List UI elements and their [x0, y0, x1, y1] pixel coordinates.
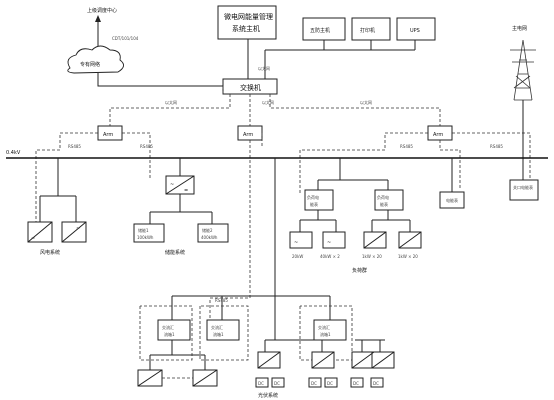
switch-label: 交换机 [240, 83, 261, 92]
pv-dc-6-label: DC [373, 381, 379, 386]
storage-label: 储能系统 [165, 249, 185, 256]
rs485-label-2: RS485 [140, 144, 153, 149]
load-meter-2 [374, 189, 404, 211]
pv-combiner-2 [206, 319, 240, 341]
pv-dc-5 [350, 377, 364, 388]
battery-2-capacity: 400kWh [201, 235, 218, 240]
pv-dc-5-label: DC [353, 381, 359, 386]
rs485-label-1: RS485 [68, 144, 81, 149]
pv-dc-3-label: DC [311, 381, 317, 386]
arm-label-right: Arm [433, 132, 443, 138]
battery-1-capacity: 100kWh [137, 235, 154, 240]
battery-1-box [133, 223, 165, 243]
load-box-1 [289, 231, 313, 249]
extra-meter-label: 电能表 [446, 197, 458, 203]
pv-combiner-2-label-2: 流箱1 [213, 331, 224, 337]
pv-label: 光伏系统 [258, 392, 278, 399]
pcs-dc-mark: ~ [170, 182, 174, 188]
device-label-0: 五防主机 [310, 27, 330, 34]
load-meter-1 [304, 189, 334, 211]
eth-label-top: 以太网 [258, 65, 270, 71]
load-meter-1-label: 负荷电 [307, 194, 319, 200]
load-tilde-2: ~ [327, 240, 331, 246]
pv-combiner-1 [157, 319, 191, 341]
load-meter-2-label: 负荷电 [377, 194, 389, 200]
pv-combiner-2-label: 交流汇 [211, 324, 223, 330]
ems-title-line1: 微电网能量管理 [224, 12, 273, 21]
arm-label-mid: Arm [243, 132, 253, 138]
load-tilde-1: ~ [294, 240, 298, 246]
eth-label-left: 以太网 [165, 99, 177, 105]
rs485-label-3: RS485 [400, 144, 413, 149]
ups-box [396, 17, 436, 41]
rs485-label-4: RS485 [490, 144, 503, 149]
load-value-4: 1kW × 20 [398, 254, 418, 259]
battery-1-name: 储能1 [138, 227, 149, 233]
wind-system: ~ ~ 风电系统 [27, 158, 87, 256]
transmission-tower-icon [510, 39, 536, 101]
load-meter-2-label-2: 能表 [380, 201, 388, 207]
bus-label: 0.4kV [6, 150, 21, 156]
battery-2-name: 储能2 [202, 227, 213, 233]
grid-meter-box [509, 179, 539, 201]
eth-label-right: 以太网 [360, 99, 372, 105]
extra-meter-box [439, 191, 465, 209]
load-value-3: 1kW × 20 [362, 254, 382, 259]
pv-system: 交流汇 流箱1 交流汇 流箱1 交流汇 流箱1 DC DC DC DC D [137, 158, 395, 399]
dispatch-center-label: 上级调度中心 [87, 7, 117, 14]
pv-combiner-3-label: 交流汇 [318, 324, 330, 330]
pv-dc-3 [308, 377, 322, 388]
ems-host-box [217, 5, 277, 40]
main-grid: 主电网 关口电能表 [509, 25, 539, 201]
load-meter-1-label-2: 能表 [310, 201, 318, 207]
ems-title-line2: 系统主机 [232, 24, 260, 33]
storage-system: ~ = 储能1 100kWh 储能2 400kWh 储能系统 [133, 158, 229, 256]
dispatch-center: 上级调度中心 CDT/101/104 [87, 7, 139, 52]
load-cluster: 负荷电 能表 负荷电 能表 ~ ~ 20kW 40kW × 2 1kW × 20… [289, 158, 465, 274]
private-network-cloud: 专有网络 [67, 45, 223, 87]
pv-dc-4-label: DC [327, 381, 333, 386]
load-box-2 [322, 231, 346, 249]
load-label: 负荷群 [352, 267, 367, 274]
pv-dc-2 [271, 377, 285, 388]
network-label: 专有网络 [80, 61, 100, 68]
device-label-2: UPS [410, 28, 420, 34]
battery-2-box [197, 223, 229, 243]
load-value-1: 20kW [292, 254, 303, 259]
pv-dc-1-label: DC [258, 381, 264, 386]
protocol-label: CDT/101/104 [112, 36, 139, 41]
pv-dc-2-label: DC [274, 381, 280, 386]
pv-dc-1 [255, 377, 269, 388]
pv-dc-4 [324, 377, 338, 388]
pv-combiner-3 [313, 319, 347, 341]
wind-label: 风电系统 [40, 249, 60, 256]
grid-meter-label: 关口电能表 [513, 184, 533, 190]
pv-combiner-1-label-2: 流箱1 [164, 331, 175, 337]
load-value-2: 40kW × 2 [320, 254, 340, 259]
pv-combiner-1-label: 交流汇 [162, 324, 174, 330]
device-label-1: 打印机 [360, 27, 375, 34]
wind-tilde-1: ~ [31, 236, 35, 242]
pv-combiner-3-label-2: 流箱1 [320, 331, 331, 337]
cloud-icon [67, 45, 124, 74]
arm-label-left: Arm [103, 132, 113, 138]
wind-tilde-2: ~ [76, 226, 80, 232]
pcs-ac-mark: = [184, 188, 188, 194]
eth-label-mid: 以太网 [262, 99, 274, 105]
grid-label: 主电网 [512, 25, 527, 32]
pv-dc-6 [370, 377, 384, 388]
